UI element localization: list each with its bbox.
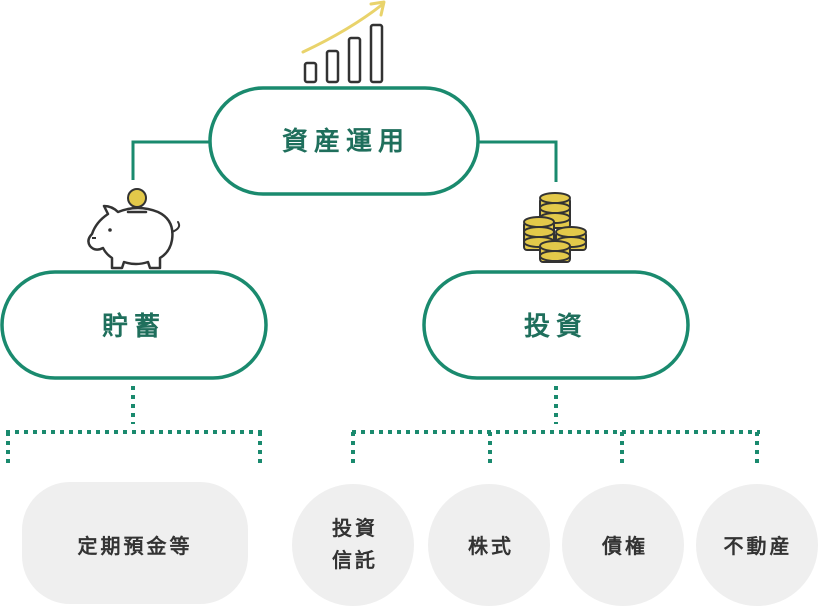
leaf-stocks: 株式 bbox=[428, 484, 550, 606]
piggy-bank-icon bbox=[87, 188, 181, 270]
leaf-bonds-label: 債権 bbox=[601, 534, 648, 558]
leaf-real-estate: 不動産 bbox=[696, 484, 818, 606]
leaf-investment-trust-line1: 投資 bbox=[332, 516, 378, 540]
growth-bar-chart-icon bbox=[301, 0, 386, 84]
savings-label: 貯蓄 bbox=[102, 311, 166, 342]
leaf-stocks-label: 株式 bbox=[468, 534, 514, 558]
leaf-bonds: 債権 bbox=[562, 484, 684, 606]
root-label: 資産運用 bbox=[282, 126, 410, 157]
dotted-connectors bbox=[6, 386, 760, 468]
leaf-real-estate-label: 不動産 bbox=[724, 534, 793, 558]
investment-node: 投資 bbox=[422, 270, 690, 380]
leaf-investment-trust: 投資 信託 bbox=[292, 484, 414, 606]
leaf-time-deposit-label: 定期預金等 bbox=[78, 534, 193, 558]
leaf-time-deposit: 定期預金等 bbox=[22, 482, 248, 604]
leaf-investment-trust-line2: 信託 bbox=[332, 548, 378, 572]
savings-node: 貯蓄 bbox=[0, 270, 268, 380]
coin-stack-icon bbox=[523, 192, 587, 263]
root-node: 資産運用 bbox=[208, 86, 480, 196]
investment-label: 投資 bbox=[524, 312, 588, 342]
root-connectors bbox=[131, 140, 558, 182]
